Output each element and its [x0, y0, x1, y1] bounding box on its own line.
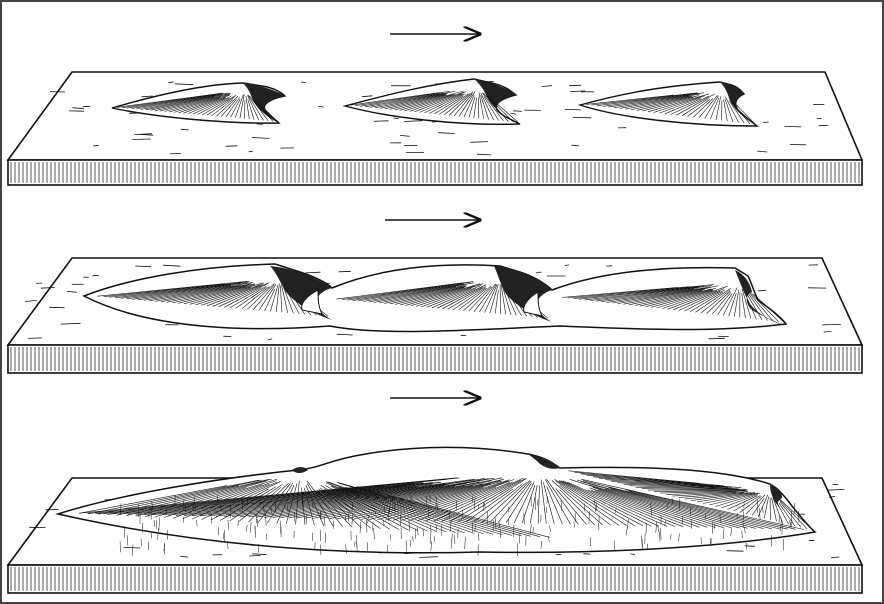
panel-stage-2 — [8, 220, 862, 373]
panel-stage-3 — [8, 398, 862, 593]
panel-stage-1 — [8, 34, 862, 185]
